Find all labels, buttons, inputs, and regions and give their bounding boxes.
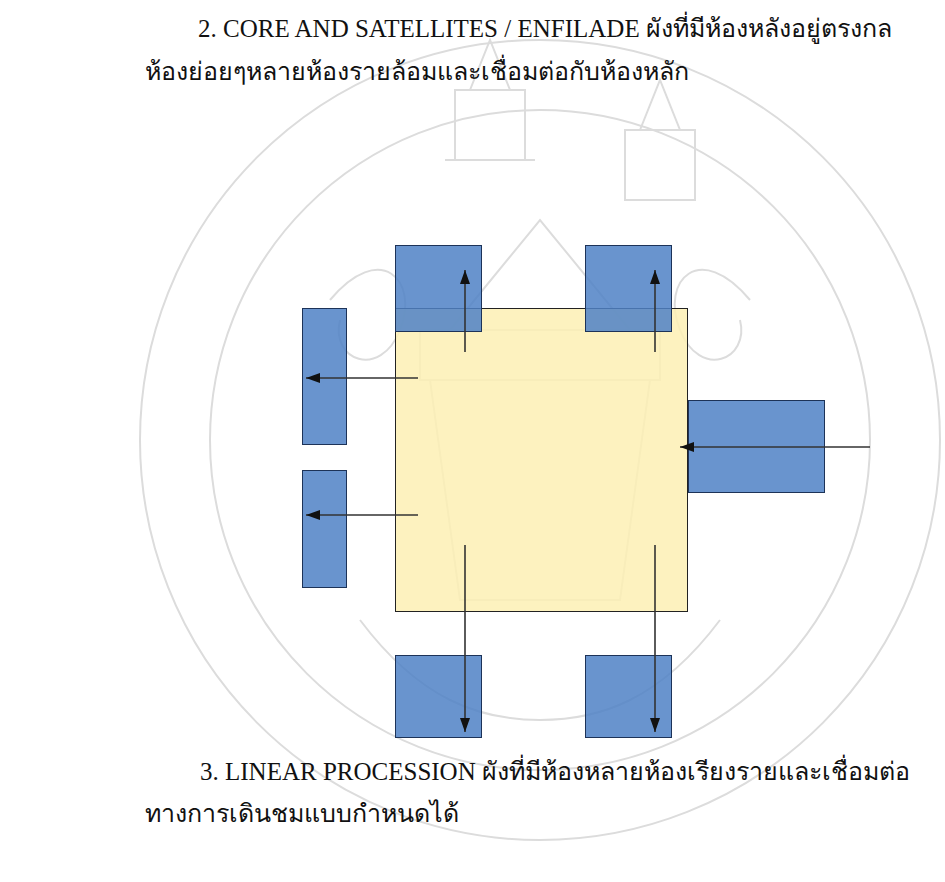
core-room — [395, 308, 688, 612]
seal-ring — [140, 40, 940, 840]
heading-text: ทางการเดินชมแบบกำหนดได้ — [145, 797, 459, 831]
flow-arrow — [654, 545, 656, 732]
satellite-room — [395, 655, 482, 738]
satellite-room — [585, 655, 672, 738]
flow-arrow — [654, 270, 656, 352]
satellite-room — [395, 245, 482, 332]
heading-text: 3. LINEAR PROCESSION ผังที่มีห้องหลายห้อ… — [200, 755, 910, 789]
entrance-room — [688, 400, 825, 493]
flow-arrow — [306, 377, 418, 379]
satellite-room — [302, 470, 347, 588]
flow-arrow — [464, 270, 466, 352]
heading-text: 2. CORE AND SATELLITES / ENFILADE ผังที่… — [198, 12, 892, 46]
flow-arrow — [464, 545, 466, 732]
seal-ring — [210, 110, 870, 770]
satellite-room — [302, 308, 347, 445]
flow-arrow — [306, 514, 418, 516]
satellite-room — [585, 245, 672, 332]
seal-ornament — [625, 80, 695, 200]
heading-text: ห้องย่อยๆหลายห้องรายล้อมและเชื่อมต่อกับห… — [145, 55, 689, 89]
flow-arrow — [680, 446, 870, 448]
